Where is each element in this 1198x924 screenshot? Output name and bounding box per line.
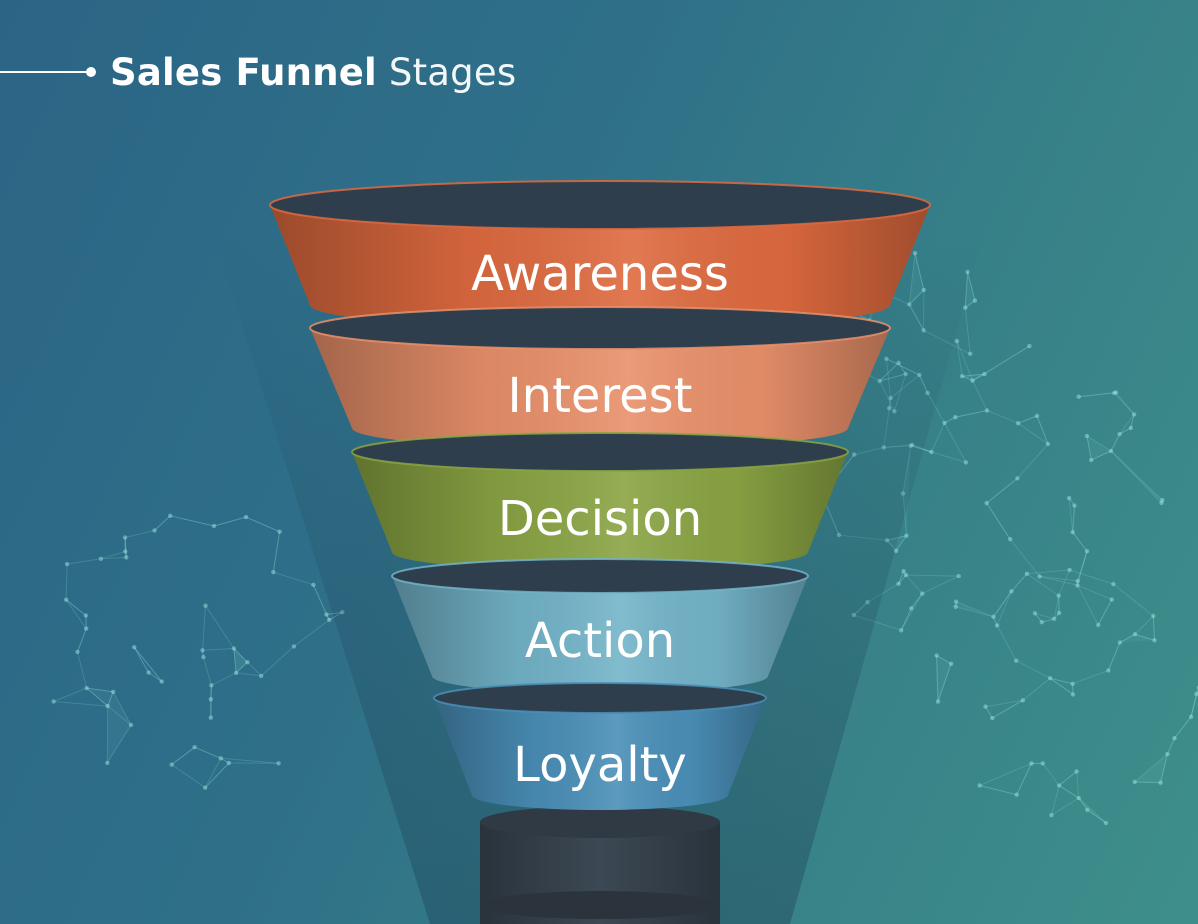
- stage-label: Action: [525, 613, 675, 669]
- stage-opening: [309, 306, 891, 350]
- stage-band-shading: [270, 205, 930, 329]
- title-dot: [86, 67, 96, 77]
- funnel-stage: Interest: [309, 306, 891, 449]
- funnel-stage: Awareness: [269, 180, 931, 329]
- title-block: Sales Funnel Stages: [0, 46, 516, 98]
- network-pattern: [51, 232, 1198, 826]
- title-bold-text: Sales Funnel: [110, 50, 377, 94]
- page-title: Sales Funnel Stages: [110, 51, 516, 94]
- stage-label: Decision: [498, 491, 702, 547]
- stage-band-shading: [434, 698, 766, 810]
- stage-opening: [391, 558, 809, 594]
- stage-label: Loyalty: [513, 737, 687, 793]
- funnel-base: [480, 806, 720, 924]
- title-light-text: Stages: [388, 50, 517, 94]
- stage-band-shading: [310, 328, 890, 449]
- stage-label: Interest: [508, 368, 693, 424]
- stage-band-shading: [352, 452, 848, 571]
- funnel-stage: Decision: [351, 432, 849, 571]
- stage-label: Awareness: [471, 246, 729, 302]
- funnel-stage: Action: [391, 558, 809, 693]
- funnel-stage: Loyalty: [433, 682, 767, 810]
- stage-opening: [433, 682, 767, 714]
- stage-band-shading: [392, 576, 808, 693]
- stage-opening: [269, 180, 931, 230]
- title-line: [0, 71, 88, 73]
- stage-opening: [351, 432, 849, 472]
